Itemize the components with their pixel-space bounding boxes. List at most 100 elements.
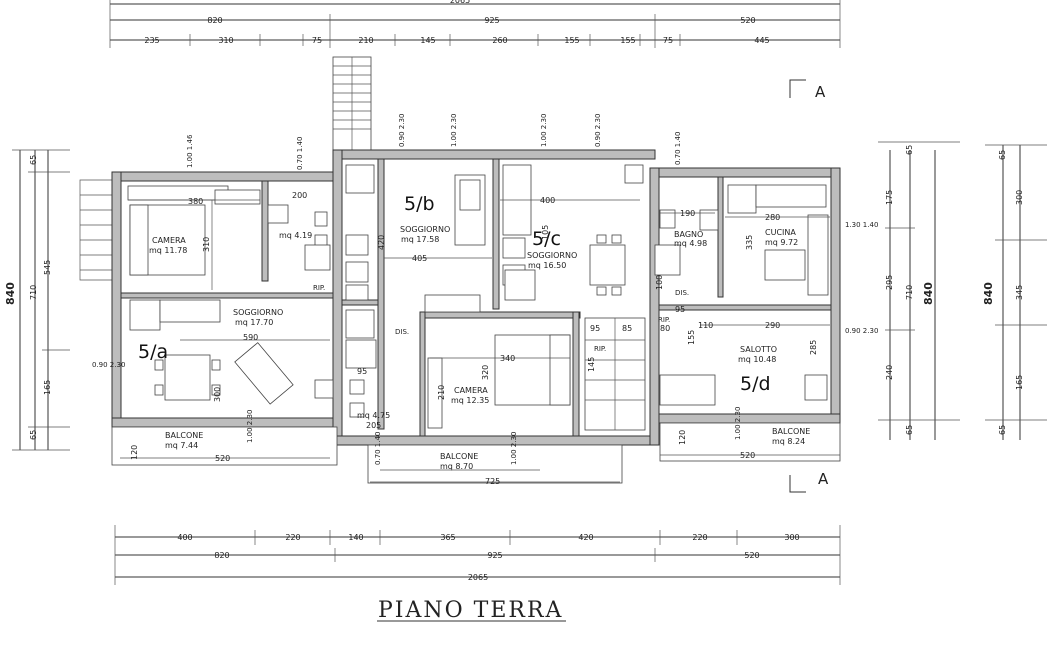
- bottom-dimensions: 400 220 140 365 420 220 300 820 925 520 …: [114, 525, 841, 585]
- room-name: BAGNO: [674, 230, 703, 239]
- dim-bottom-seg: 140: [348, 533, 363, 542]
- dim-top-seg: 155: [564, 36, 579, 45]
- dim-right: 65: [998, 150, 1007, 160]
- dim-top-seg: 310: [218, 36, 233, 45]
- unit-label-5c: 5/c: [532, 228, 561, 250]
- dim-bottom-seg: 220: [285, 533, 300, 542]
- opening-dim: 1.00 2.30: [734, 407, 742, 440]
- opening-dim: 0.90 2.30: [398, 114, 406, 147]
- dim-left: 710: [29, 285, 38, 300]
- dim-top-seg: 75: [663, 36, 673, 45]
- furniture: [127, 164, 829, 431]
- plan-title: PIANO TERRA: [378, 598, 563, 623]
- room-name: CUCINA: [765, 228, 796, 237]
- dim-right: 65: [905, 425, 914, 435]
- small-label: DIS.: [395, 328, 409, 336]
- dim-right: 345: [1015, 285, 1024, 300]
- room-name: SALOTTO: [740, 345, 777, 354]
- dim-bottom-total: 2065: [468, 573, 488, 582]
- section-label: A: [815, 83, 826, 101]
- dim: 590: [243, 333, 258, 342]
- room-name: SOGGIORNO: [233, 308, 283, 317]
- dim: 320: [481, 365, 490, 380]
- dim-bottom-seg: 300: [784, 533, 799, 542]
- dim-bottom-mid: 820: [214, 551, 229, 560]
- dim-right: 240: [885, 365, 894, 380]
- dim-left-total: 840: [4, 282, 17, 305]
- right-dimensions-b: 65 300 345 165 65 840: [982, 144, 1047, 440]
- opening-dim: 1.00 2.30: [246, 410, 254, 443]
- dim-left: 165: [43, 380, 52, 395]
- dim: 200: [292, 191, 307, 200]
- dim-top-seg: 235: [144, 36, 159, 45]
- dim: 85: [622, 324, 632, 333]
- room-name: BALCONE: [772, 427, 810, 436]
- dim: 300: [213, 387, 222, 402]
- room-name: CAMERA: [454, 386, 488, 395]
- opening-dim: 0.70 1.40: [374, 432, 382, 465]
- room-area: mq 4.75: [357, 411, 390, 420]
- small-label: RIP.: [594, 345, 606, 353]
- dim: 400: [540, 196, 555, 205]
- dim: 120: [678, 430, 687, 445]
- dim-right: 295: [885, 275, 894, 290]
- dim-top-seg: 75: [312, 36, 322, 45]
- room-area: mq 7.44: [165, 441, 198, 450]
- dim-left: 65: [29, 430, 38, 440]
- dim: 405: [412, 254, 427, 263]
- left-exterior-stair: [79, 179, 112, 281]
- opening-dim: 1.00 2.30: [540, 114, 548, 147]
- dim: 285: [809, 340, 818, 355]
- dim: 95: [675, 305, 685, 314]
- dim: 290: [765, 321, 780, 330]
- opening-dim: 0.70 1.40: [674, 132, 682, 165]
- dim: 95: [590, 324, 600, 333]
- unit-label-5a: 5/a: [138, 341, 168, 363]
- dim: 95: [357, 367, 367, 376]
- room-area: mq 17.70: [235, 318, 273, 327]
- dim: 210: [437, 385, 446, 400]
- dim: 105: [541, 225, 550, 240]
- room-name: CAMERA: [152, 236, 186, 245]
- section-marker-bottom: A: [789, 470, 829, 493]
- dim-bottom-mid: 925: [487, 551, 502, 560]
- opening-dim: 0.90 2.30: [92, 361, 125, 369]
- room-area: mq 11.78: [149, 246, 187, 255]
- dim: 725: [485, 477, 500, 486]
- dim-bottom-seg: 220: [692, 533, 707, 542]
- dim-right: 165: [1015, 375, 1024, 390]
- room-name: SOGGIORNO: [527, 251, 577, 260]
- dim-bottom-seg: 400: [177, 533, 192, 542]
- room-area: mq 8.24: [772, 437, 805, 446]
- dim: 155: [687, 330, 696, 345]
- section-label: A: [818, 470, 829, 488]
- top-dimensions: 2065 820 925 520 235 310 75 210 145 260 …: [109, 0, 841, 48]
- dim: 310: [202, 237, 211, 252]
- interior-dimensions: 380 310 200 590 300 400 420 405 105 340 …: [120, 191, 840, 486]
- dim-top-seg: 145: [420, 36, 435, 45]
- room-area: mq 4.98: [674, 239, 707, 248]
- exterior-stair: [332, 56, 372, 153]
- room-area: mq 10.48: [738, 355, 776, 364]
- room-area: mq 4.19: [279, 231, 312, 240]
- opening-dim: 1.30 1.40: [845, 221, 878, 229]
- dim-right: 65: [905, 145, 914, 155]
- dim-left: 545: [43, 260, 52, 275]
- small-label: RIP.: [658, 316, 670, 324]
- opening-dim: 1.00 2.30: [510, 432, 518, 465]
- dim-top-total: 2065: [450, 0, 470, 5]
- room-name: BALCONE: [165, 431, 203, 440]
- dim: 145: [587, 357, 596, 372]
- dim: 120: [130, 445, 139, 460]
- dim-bottom-seg: 365: [440, 533, 455, 542]
- opening-dimensions: 1.00 1.46 0.70 1.40 0.90 2.30 1.00 2.30 …: [92, 114, 878, 465]
- dim-top-c: 520: [740, 16, 755, 25]
- opening-dim: 1.00 1.46: [186, 134, 194, 168]
- dim: 280: [765, 213, 780, 222]
- left-dimensions: 840 710 545 165 65 65: [4, 149, 70, 451]
- opening-dim: 0.90 2.30: [845, 327, 878, 335]
- small-label: DIS.: [675, 289, 689, 297]
- dim-top-a: 820: [207, 16, 222, 25]
- balconies: [111, 422, 841, 484]
- dim: 205: [366, 421, 381, 430]
